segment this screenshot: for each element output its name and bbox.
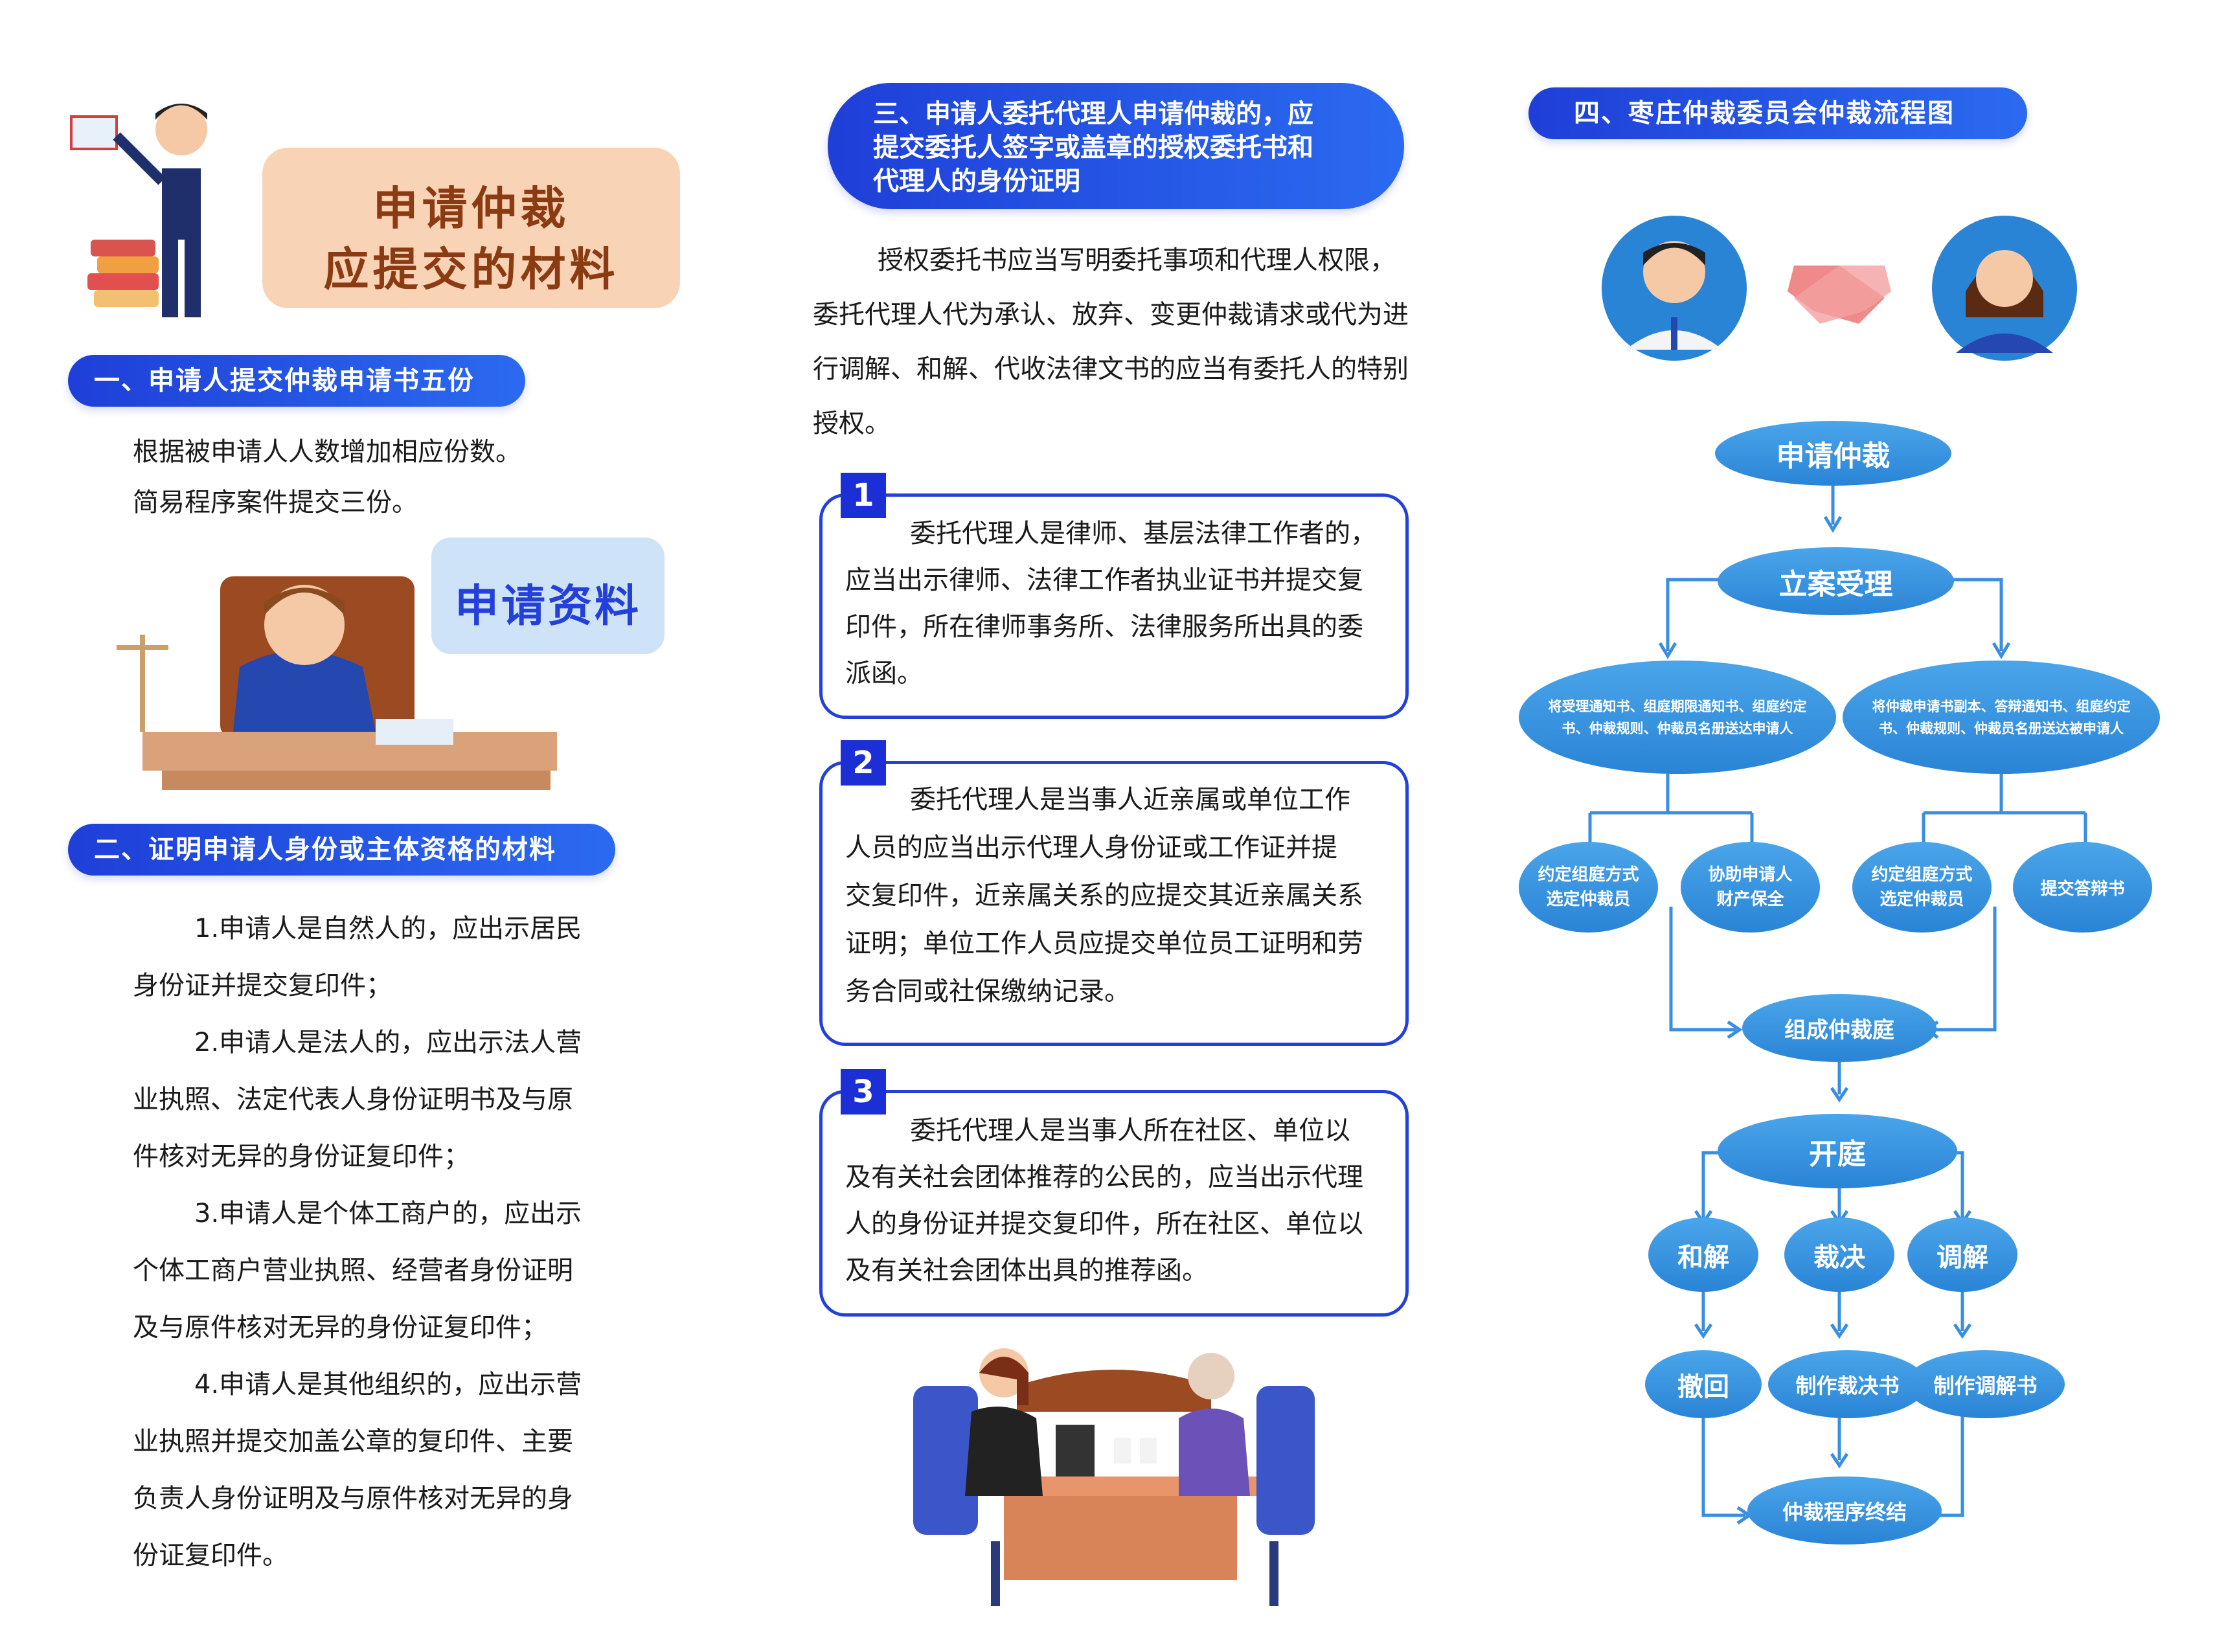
- intro-line: 行调解、和解、代收法律文书的应当有委托人的特别: [813, 354, 1409, 384]
- section-2-line: 及与原件核对无异的身份证复印件；: [133, 1313, 547, 1342]
- section-2-line: 身份证并提交复印件；: [133, 971, 392, 1001]
- flow-node-notice-respondent: 将仲裁申请书副本、答辩通知书、组庭约定 书、仲裁规则、仲裁员名册送达被申请人: [1843, 661, 2160, 774]
- title-line-1: 申请仲裁: [372, 182, 570, 235]
- item-1-text: 委托代理人是律师、基层法律工作者的， 应当出示律师、法律工作者执业证书并提交复 …: [845, 510, 1396, 697]
- item-3-line: 委托代理人是当事人所在社区、单位以: [910, 1116, 1350, 1146]
- section-2-line: 2.申请人是法人的，应出示法人营: [194, 1028, 582, 1058]
- item-2-line: 务合同或社保缴纳记录。: [845, 977, 1130, 1006]
- section-2-line: 4.申请人是其他组织的，应出示营: [194, 1370, 582, 1399]
- item-2-line: 证明；单位工作人员应提交单位员工证明和劳: [845, 929, 1363, 958]
- speech-bubble: 申请资料: [431, 537, 664, 654]
- flow-node-end: 仲裁程序终结: [1747, 1477, 1942, 1545]
- flow-node-submit-defense: 提交答辩书: [2013, 842, 2152, 933]
- flow-node-tribunal: 组成仲裁庭: [1742, 994, 1936, 1062]
- section-3-heading: 三、申请人委托代理人申请仲裁的，应 提交委托人签字或盖章的授权委托书和 代理人的…: [828, 83, 1404, 209]
- item-1-line: 派函。: [845, 659, 923, 688]
- item-box-3: [819, 1090, 1409, 1317]
- item-3-line: 及有关社会团体推荐的公民的，应当出示代理: [845, 1162, 1363, 1192]
- item-1-line: 委托代理人是律师、基层法律工作者的，: [910, 519, 1376, 549]
- flow-node-award: 裁决: [1784, 1217, 1894, 1292]
- section-3-intro: 授权委托书应当写明委托事项和代理人权限， 委托代理人代为承认、放弃、变更仲裁请求…: [813, 233, 1428, 451]
- flow-node-notice-applicant: 将受理通知书、组庭期限通知书、组庭约定 书、仲裁规则、仲裁员名册送达申请人: [1519, 661, 1836, 774]
- flow-node-accept: 立案受理: [1718, 547, 1954, 615]
- flow-node-make-mediation: 制作调解书: [1906, 1350, 2065, 1418]
- section-1-para-2: 简易程序案件提交三份。: [133, 488, 418, 517]
- section-2-line: 3.申请人是个体工商户的，应出示: [194, 1199, 582, 1228]
- section-1-heading: 一、申请人提交仲裁申请书五份: [68, 355, 525, 407]
- section-3-heading-line: 提交委托人签字或盖章的授权委托书和: [873, 133, 1313, 163]
- item-box-1: [819, 493, 1409, 719]
- item-3-text: 委托代理人是当事人所在社区、单位以 及有关社会团体推荐的公民的，应当出示代理 人…: [845, 1107, 1396, 1294]
- section-2-line: 1.申请人是自然人的，应出示居民: [194, 914, 582, 944]
- item-box-2: [819, 761, 1409, 1046]
- item-1-line: 印件，所在律师事务所、法律服务所出具的委: [845, 612, 1363, 642]
- item-3-line: 及有关社会团体出具的推荐函。: [845, 1256, 1208, 1285]
- flow-node-hearing: 开庭: [1718, 1114, 1957, 1188]
- parties-illustration: [1602, 216, 2077, 361]
- section-1-para-1: 根据被申请人人数增加相应份数。: [133, 437, 521, 467]
- title-line-2: 应提交的材料: [323, 243, 619, 296]
- flow-node-apply: 申请仲裁: [1715, 421, 1951, 486]
- meeting-illustration: [913, 1348, 1315, 1606]
- flow-node-property-preservation: 协助申请人 财产保全: [1681, 842, 1820, 933]
- section-2-line: 件核对无异的身份证复印件；: [133, 1142, 470, 1171]
- item-number-3: 3: [841, 1069, 886, 1115]
- item-number-1: 1: [841, 473, 886, 518]
- intro-line: 委托代理人代为承认、放弃、变更仲裁请求或代为进: [813, 300, 1409, 330]
- section-2-line: 业执照、法定代表人身份证明书及与原: [133, 1085, 573, 1115]
- lawyer-with-books-illustration: [70, 104, 207, 317]
- flow-node-select-arbitrator-1: 约定组庭方式 选定仲裁员: [1519, 842, 1658, 933]
- intro-line: 授权委托书应当写明委托事项和代理人权限，: [878, 245, 1396, 275]
- section-2-line: 业执照并提交加盖公章的复印件、主要: [133, 1427, 573, 1456]
- item-2-line: 委托代理人是当事人近亲属或单位工作: [910, 785, 1350, 815]
- section-3-heading-line: 三、申请人委托代理人申请仲裁的，应: [873, 99, 1313, 129]
- flow-node-settle: 和解: [1648, 1217, 1758, 1292]
- title-card: 申请仲裁 应提交的材料: [262, 148, 680, 308]
- section-2-body: 1.申请人是自然人的，应出示居民 身份证并提交复印件； 2.申请人是法人的，应出…: [133, 900, 690, 1584]
- bubble-label: 申请资料: [454, 581, 641, 632]
- section-4-heading: 四、枣庄仲裁委员会仲裁流程图: [1528, 87, 2027, 139]
- flow-node-withdraw: 撤回: [1645, 1350, 1762, 1418]
- item-1-line: 应当出示律师、法律工作者执业证书并提交复: [845, 565, 1363, 595]
- section-2-line: 负责人身份证明及与原件核对无异的身: [133, 1484, 573, 1513]
- item-2-line: 交复印件，近亲属关系的应提交其近亲属关系: [845, 881, 1363, 911]
- item-2-line: 人员的应当出示代理人身份证或工作证并提: [845, 833, 1337, 863]
- section-2-heading: 二、证明申请人身份或主体资格的材料: [68, 824, 615, 876]
- flow-node-make-award: 制作裁决书: [1768, 1350, 1927, 1418]
- item-number-2: 2: [841, 740, 886, 786]
- intro-line: 授权。: [813, 409, 891, 438]
- section-2-line: 个体工商户营业执照、经营者身份证明: [133, 1256, 573, 1285]
- item-3-line: 人的身份证并提交复印件，所在社区、单位以: [845, 1209, 1363, 1239]
- item-2-text: 委托代理人是当事人近亲属或单位工作 人员的应当出示代理人身份证或工作证并提 交复…: [845, 776, 1396, 1015]
- section-2-line: 份证复印件。: [133, 1541, 288, 1570]
- lawyer-at-desk-illustration: [117, 576, 557, 790]
- flow-node-select-arbitrator-2: 约定组庭方式 选定仲裁员: [1852, 842, 1992, 933]
- section-3-heading-line: 代理人的身份证明: [873, 166, 1080, 196]
- flow-node-mediate: 调解: [1907, 1217, 2017, 1292]
